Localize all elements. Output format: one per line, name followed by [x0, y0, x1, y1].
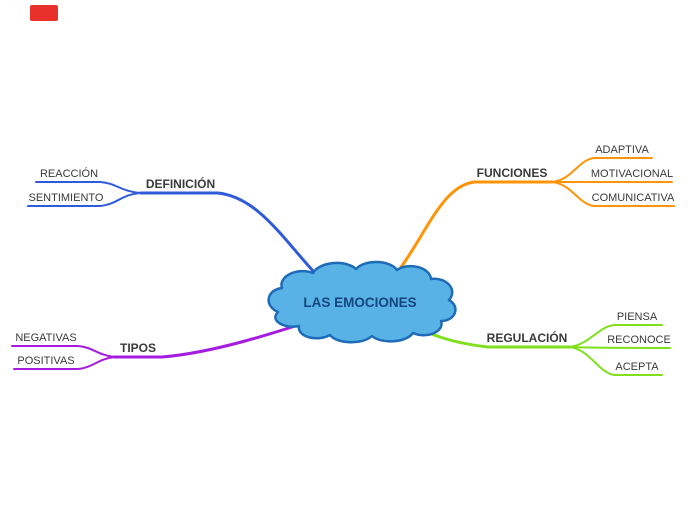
- red-marker: [30, 5, 58, 21]
- node-label-acepta[interactable]: ACEPTA: [615, 361, 659, 373]
- subbranch-line-positivas: [13, 356, 115, 370]
- subbranch-line-reconoce: [569, 346, 671, 349]
- subbranch-line-adaptiva: [551, 157, 653, 183]
- node-label-negativas[interactable]: NEGATIVAS: [15, 332, 77, 344]
- center-node-cloud[interactable]: [267, 260, 457, 344]
- node-label-sentimiento[interactable]: SENTIMIENTO: [28, 192, 104, 204]
- branch-label-definicion[interactable]: DEFINICIÓN: [145, 177, 216, 191]
- branch-label-regulacion[interactable]: REGULACIÓN: [486, 331, 568, 345]
- node-label-reconoce[interactable]: RECONOCE: [607, 334, 671, 346]
- node-label-adaptiva[interactable]: ADAPTIVA: [595, 144, 649, 156]
- node-label-positivas[interactable]: POSITIVAS: [17, 355, 75, 367]
- subbranch-line-reaccion: [35, 181, 142, 194]
- node-label-comunicativa[interactable]: COMUNICATIVA: [591, 192, 675, 204]
- node-label-piensa[interactable]: PIENSA: [616, 311, 658, 323]
- node-label-motivacional[interactable]: MOTIVACIONAL: [590, 168, 674, 180]
- subbranch-line-comunicativa: [551, 181, 675, 207]
- branch-label-tipos[interactable]: TIPOS: [119, 341, 156, 355]
- subbranch-line-negativas: [11, 345, 115, 358]
- node-label-reaccion[interactable]: REACCIÓN: [39, 168, 99, 180]
- center-node-label[interactable]: LAS EMOCIONES: [303, 295, 417, 310]
- subbranch-line-piensa: [569, 324, 663, 348]
- subbranch-line-sentimiento: [27, 192, 142, 207]
- branch-label-funciones[interactable]: FUNCIONES: [476, 166, 548, 180]
- subbranch-line-acepta: [569, 346, 663, 376]
